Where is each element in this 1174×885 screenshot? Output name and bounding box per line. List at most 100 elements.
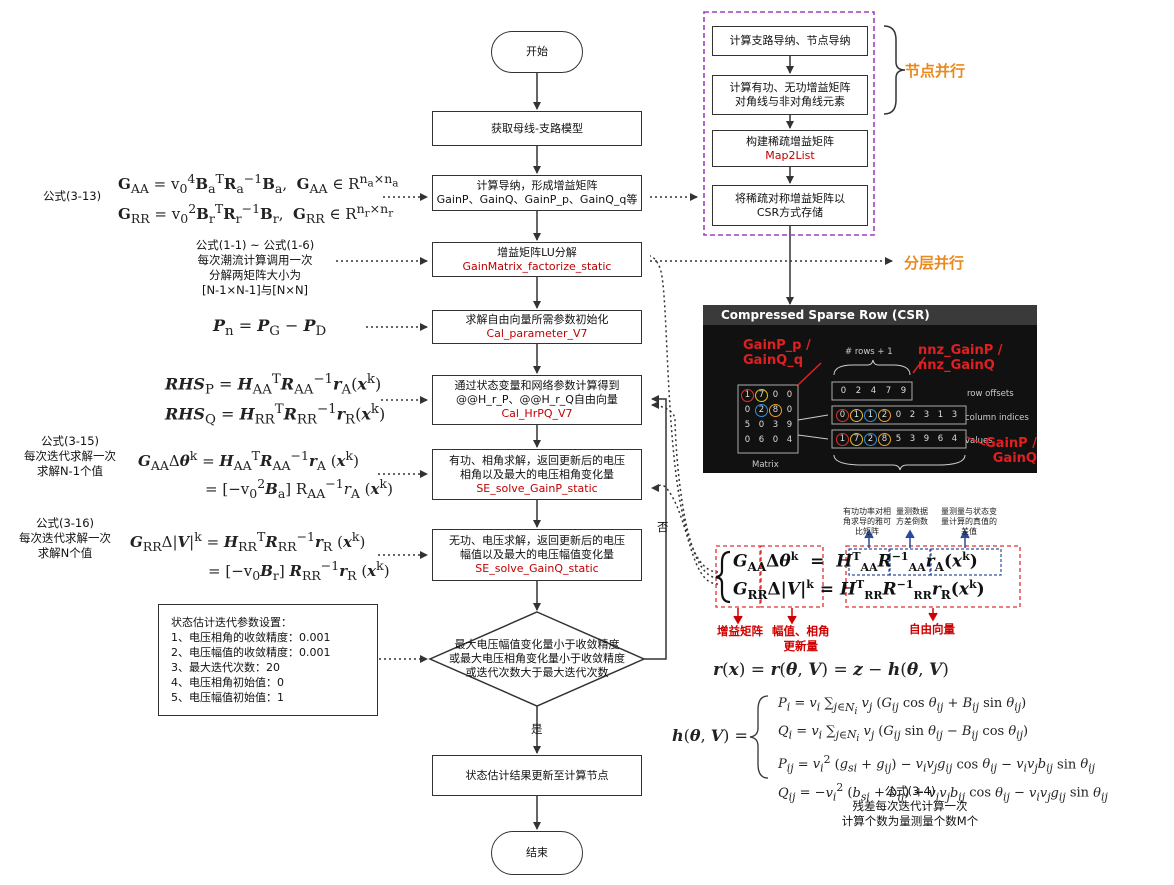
yes-label: 是 [531,722,543,736]
column-index-cell: 0 [895,410,902,420]
column-index-cell: 3 [923,410,930,420]
value-cell: 4 [951,434,958,444]
matrix-cell: 6 [758,435,765,445]
step-line: 求解自由向量所需参数初始化 [465,313,609,326]
step-line: 计算导纳，形成增益矩阵 [476,179,598,192]
step-line: 增益矩阵LU分解 [497,245,577,259]
step-line: 有功、相角求解，返回更新后的电压 [449,453,625,467]
free-vector-label: 自由向量 [909,622,955,636]
formula-pn: Pn = PG − PD [213,316,327,340]
matrix-cell: 0 [772,390,779,400]
function-name: Map2List [765,148,815,162]
rows-plus-one-label: # rows + 1 [845,347,893,357]
formula-3-15-line2: = [−v02Ba] RAA−1rA (xk) [205,476,393,501]
h-function-label: h(θ, V) = [672,726,748,745]
step-label: 计算支路导纳、节点导纳 [729,34,851,47]
solve-gainq-step: 无功、电压求解，返回更新后的电压 幅值以及最大的电压幅值变化量 SE_solve… [432,529,642,581]
start-label: 开始 [526,45,548,58]
formula-gaa: GAA = v04BaTRa−1Ba, GAA ∈ Rna×na [118,171,399,196]
row-offset-cell: 4 [870,386,877,396]
lu-factorize-step: 增益矩阵LU分解 GainMatrix_factorize_static [432,242,642,277]
gain-matrix-label: 增益矩阵 [717,624,763,638]
note-line: 残差每次迭代计算一次 [852,799,968,813]
function-name: Cal_parameter_V7 [486,327,588,340]
matrix-cell: 3 [772,420,779,430]
matrix-cell: 4 [786,435,793,445]
decision-diamond [428,611,646,707]
step-line: 幅值以及最大的电压幅值变化量 [460,548,614,561]
h-function-cases: Pi = vi ∑j∈Ni vj (Gij cos θij + Bij sin … [778,696,1108,804]
matrix-cell: 0 [744,435,751,445]
note-line: 公式(1-1) ~ 公式(1-6) [195,238,315,252]
step-line: 相角以及最大的电压相角变化量 [460,467,614,481]
param-line: 4、电压相角初始值：0 [171,676,284,689]
column-indices-label: column indices [965,413,1029,423]
note-line: 每次迭代求解一次 [19,531,111,545]
csr-storage-step: 将稀疏对称增益矩阵以 CSR方式存储 [712,185,868,226]
node-parallel-label: 节点并行 [905,62,966,80]
get-bus-branch-model-step: 获取母线-支路模型 [432,111,642,146]
init-parameters-step: 求解自由向量所需参数初始化 Cal_parameter_V7 [432,310,642,344]
function-name: Cal_HrPQ_V7 [501,407,573,420]
step-line: CSR方式存储 [756,205,824,219]
column-index-cell: 2 [878,409,891,422]
column-index-cell: 1 [864,409,877,422]
param-line: 状态估计迭代参数设置： [171,616,292,629]
column-index-cell: 2 [909,410,916,420]
nnz-label: nnz_GainP /nnz_GainQ [918,343,1003,373]
update-results-step: 状态估计结果更新至计算节点 [432,755,642,796]
row-offset-cell: 7 [885,386,892,396]
column-index-cell: 0 [836,409,849,422]
value-cell: 8 [878,433,891,446]
matrix-cell: 0 [786,390,793,400]
matrix-cell: 0 [744,405,751,415]
formula-3-16-note: 公式(3-16) 每次迭代求解一次 求解N个值 [5,516,125,561]
build-sparse-matrix-step: 构建稀疏增益矩阵 Map2List [712,130,868,167]
decision-line: 或最大电压相角变化量小于收敛精度 [449,652,625,665]
values-label: values [965,436,993,446]
csr-decor [737,356,986,471]
form-gain-matrix-step: 计算导纳，形成增益矩阵 GainP、GainQ、GainP_p、GainQ_q等 [432,175,642,211]
decision-line: 最大电压幅值变化量小于收敛精度 [454,638,620,651]
note-line: 公式(3-4) [884,784,936,798]
row-offset-cell: 0 [840,386,847,396]
column-index-cell: 1 [937,410,944,420]
row-offset-cell: 9 [900,386,907,396]
matrix-cell: 0 [772,435,779,445]
note-line: 求解N-1个值 [36,464,104,478]
note-line: 公式(3-15) [40,434,100,448]
value-cell: 7 [850,433,863,446]
value-cell: 5 [895,434,902,444]
step-line: 通过状态变量和网络参数计算得到 [454,379,620,392]
note-line: 每次迭代求解一次 [24,449,116,463]
residual-formula: r(x) = r(θ, V) = z − h(θ, V) [713,660,949,680]
formula-1-1-note: 公式(1-1) ~ 公式(1-6) 每次潮流计算调用一次 分解两矩阵大小为 [N… [180,238,330,298]
step-line: GainP、GainQ、GainP_p、GainQ_q等 [436,193,638,206]
formula-3-13-label: 公式(3-13) [43,189,102,203]
compute-free-vector-step: 通过状态变量和网络参数计算得到 @@H_r_P、@@H_r_Q自由向量 Cal_… [432,375,642,425]
matrix-cell: 9 [786,420,793,430]
note-line: [N-1×N-1]与[N×N] [201,283,309,297]
row-offsets-label: row offsets [967,389,1014,399]
value-cell: 3 [909,434,916,444]
note-line: 公式(3-16) [35,516,95,530]
param-line: 3、最大迭代次数：20 [171,661,280,674]
compute-gain-elements-step: 计算有功、无功增益矩阵 对角线与非对角线元素 [712,75,868,115]
formula-3-16-line1: GRRΔ|V|k = HRRTRRR−1rR (xk) [130,529,366,554]
update-amount-label: 幅值、相角更新量 [772,624,830,653]
note-line: 每次潮流计算调用一次 [197,253,313,267]
param-line: 2、电压幅值的收敛精度：0.001 [171,646,331,659]
formula-3-15-line1: GAAΔθk = HAATRAA−1rA (xk) [138,448,359,473]
row-offset-cell: 2 [855,386,862,396]
function-name: SE_solve_GainP_static [476,481,598,495]
value-cell: 2 [864,433,877,446]
residual-legend: 量测量与状态变量计算的真值的差值 [941,507,997,536]
csr-title: Compressed Sparse Row (CSR) [703,305,1037,325]
solve-gainp-step: 有功、相角求解，返回更新后的电压 相角以及最大的电压相角变化量 SE_solve… [432,449,642,500]
no-label: 否 [657,520,669,534]
formula-3-4-note: 公式(3-4) 残差每次迭代计算一次 计算个数为量测量个数M个 [800,784,1020,829]
function-name: SE_solve_GainQ_static [475,562,599,575]
layer-parallel-label: 分层并行 [904,254,965,272]
gain-p-label: GainP /GainQ [985,436,1037,466]
